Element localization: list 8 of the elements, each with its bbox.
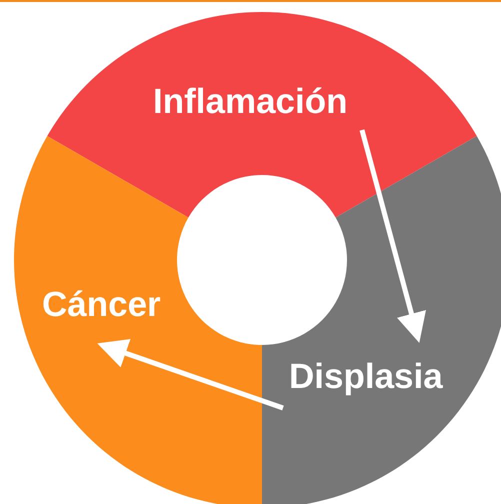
segment-label: Displasia <box>289 359 443 394</box>
arrow <box>97 339 284 410</box>
segment-label: Cáncer <box>42 287 161 322</box>
segment-label: Inflamación <box>153 84 348 119</box>
donut-segment <box>262 136 501 504</box>
donut-segment <box>14 136 262 504</box>
donut-segment <box>47 12 478 218</box>
arrow <box>360 129 426 343</box>
